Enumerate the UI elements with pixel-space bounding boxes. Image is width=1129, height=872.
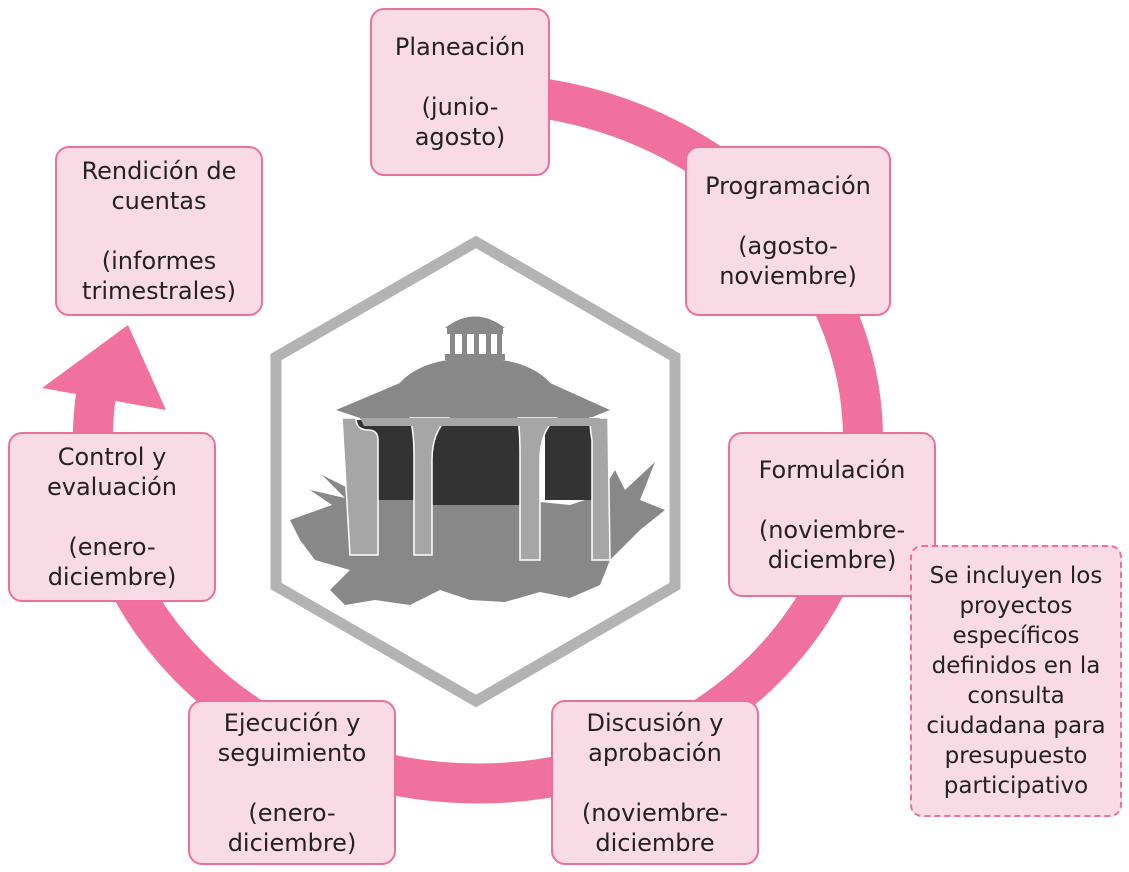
stage-period: (noviembre- diciembre [581,798,729,857]
stage-period: (enero- diciembre) [47,533,177,591]
stage-period: (agosto- noviembre) [719,232,857,290]
stage-box-ejecucion: Ejecución y seguimiento (enero- diciembr… [188,700,396,865]
stage-name: Discusión y aprobación [586,708,724,767]
hexagon-frame [270,235,681,708]
stage-name: Rendición de cuentas [81,157,237,215]
stage-name: Ejecución y seguimiento [217,708,367,767]
stage-name: Formulación [758,455,906,484]
stage-name: Programación [705,172,871,200]
stage-name: Control y evaluación [46,443,178,501]
participatory-budget-note: Se incluyen los proyectos específicos de… [910,545,1122,817]
stage-period: (enero- diciembre) [227,798,357,857]
stage-box-discusion: Discusión y aprobación (noviembre- dicie… [551,700,759,865]
stage-box-formulacion: Formulación (noviembre- diciembre) [728,432,936,597]
stage-box-rendicion: Rendición de cuentas (informes trimestra… [55,146,263,316]
gazebo-icon [290,316,665,605]
cycle-arrowhead [42,325,166,410]
stage-box-planeacion: Planeación (junio- agosto) [370,8,550,176]
stage-period: (informes trimestrales) [82,247,236,305]
stage-period: (junio- agosto) [414,93,506,151]
stage-name: Planeación [394,33,526,61]
stage-period: (noviembre- diciembre) [758,515,906,574]
stage-box-control: Control y evaluación (enero- diciembre) [8,432,216,602]
stage-box-programacion: Programación (agosto- noviembre) [685,146,891,316]
